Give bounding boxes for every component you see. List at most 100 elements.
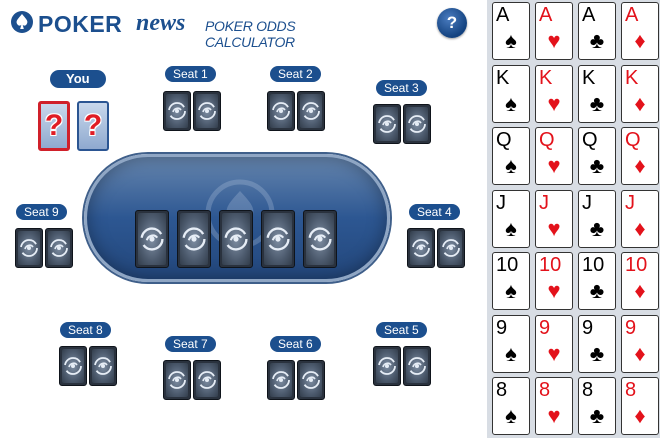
seat-9-card-2[interactable]	[45, 228, 73, 268]
deck-card[interactable]: 10♠	[492, 252, 530, 310]
deck-card[interactable]: 9♣	[578, 315, 616, 373]
card-back-swirl-icon	[266, 227, 290, 251]
card-rank: 8	[625, 379, 637, 401]
seat-9-label[interactable]: Seat 9	[16, 204, 67, 220]
deck-card[interactable]: A♠	[492, 2, 530, 60]
deck-card[interactable]: Q♦	[621, 127, 659, 185]
card-rank: 8	[582, 379, 594, 401]
your-hole-card-1[interactable]: ?	[38, 101, 70, 151]
card-suit-icon: ♦	[634, 28, 646, 53]
deck-card[interactable]: 8♠	[492, 377, 530, 435]
board-card-5[interactable]	[303, 210, 337, 268]
deck-card[interactable]: 10♦	[621, 252, 659, 310]
card-suit-icon: ♥	[547, 403, 561, 428]
card-rank: K	[625, 67, 639, 89]
card-suit-icon: ♣	[589, 28, 605, 53]
help-button[interactable]: ?	[437, 8, 467, 38]
card-rank: J	[539, 192, 549, 214]
deck-card[interactable]: 10♥	[535, 252, 573, 310]
deck-card[interactable]: Q♣	[578, 127, 616, 185]
board-card-1[interactable]	[135, 210, 169, 268]
deck-card[interactable]: J♥	[535, 190, 573, 248]
seat-1-label[interactable]: Seat 1	[165, 66, 216, 82]
card-rank: J	[582, 192, 592, 214]
seat-7-label[interactable]: Seat 7	[165, 336, 216, 352]
deck-card[interactable]: J♣	[578, 190, 616, 248]
deck-card[interactable]: A♣	[578, 2, 616, 60]
seat-3-label[interactable]: Seat 3	[376, 80, 427, 96]
card-back-swirl-icon	[168, 371, 186, 389]
deck-card[interactable]: K♠	[492, 65, 530, 123]
card-suit-icon: ♦	[634, 153, 646, 178]
board-card-3[interactable]	[219, 210, 253, 268]
board-card-2[interactable]	[177, 210, 211, 268]
seat-1-card-2[interactable]	[193, 91, 221, 131]
card-rank: Q	[625, 129, 641, 151]
card-back-swirl-icon	[412, 239, 430, 257]
card-rank: 10	[582, 254, 605, 276]
deck-card[interactable]: J♦	[621, 190, 659, 248]
card-rank: 8	[496, 379, 508, 401]
seat-5-card-1[interactable]	[373, 346, 401, 386]
deck-card[interactable]: 8♥	[535, 377, 573, 435]
seat-8-label[interactable]: Seat 8	[60, 322, 111, 338]
deck-card[interactable]: 9♥	[535, 315, 573, 373]
seat-2-card-2[interactable]	[297, 91, 325, 131]
card-rank: 9	[496, 317, 508, 339]
seat-you-label[interactable]: You	[50, 70, 106, 88]
card-suit-icon: ♥	[547, 341, 561, 366]
card-back-swirl-icon	[378, 115, 396, 133]
card-back-swirl-icon	[198, 102, 216, 120]
logo-poker-text: POKER	[38, 11, 123, 37]
seat-7-card-2[interactable]	[193, 360, 221, 400]
deck-card[interactable]: 8♦	[621, 377, 659, 435]
card-suit-icon: ♠	[505, 216, 517, 241]
card-back-swirl-icon	[198, 371, 216, 389]
seat-6-label[interactable]: Seat 6	[270, 336, 321, 352]
card-back-swirl-icon	[308, 227, 332, 251]
deck-card[interactable]: K♦	[621, 65, 659, 123]
seat-8-card-2[interactable]	[89, 346, 117, 386]
card-rank: K	[582, 67, 596, 89]
board-card-4[interactable]	[261, 210, 295, 268]
community-cards	[135, 210, 337, 268]
deck-card[interactable]: K♥	[535, 65, 573, 123]
seat-6-card-2[interactable]	[297, 360, 325, 400]
seat-1-card-1[interactable]	[163, 91, 191, 131]
card-rank: 10	[625, 254, 648, 276]
seat-8-card-1[interactable]	[59, 346, 87, 386]
deck-card[interactable]: 10♣	[578, 252, 616, 310]
deck-card[interactable]: Q♠	[492, 127, 530, 185]
seat-3-card-1[interactable]	[373, 104, 401, 144]
seat-2-card-1[interactable]	[267, 91, 295, 131]
seat-3-card-2[interactable]	[403, 104, 431, 144]
deck-card[interactable]: 9♠	[492, 315, 530, 373]
deck-card[interactable]: Q♥	[535, 127, 573, 185]
deck-card[interactable]: 9♦	[621, 315, 659, 373]
card-back-swirl-icon	[20, 239, 38, 257]
deck-card[interactable]: J♠	[492, 190, 530, 248]
deck-card[interactable]: K♣	[578, 65, 616, 123]
deck-card[interactable]: 8♣	[578, 377, 616, 435]
deck-card[interactable]: A♥	[535, 2, 573, 60]
card-suit-icon: ♥	[547, 91, 561, 116]
card-suit-icon: ♣	[589, 278, 605, 303]
seat-5-label[interactable]: Seat 5	[376, 322, 427, 338]
logo-news-text: news	[136, 10, 186, 36]
seat-4-card-1[interactable]	[407, 228, 435, 268]
seat-7-card-1[interactable]	[163, 360, 191, 400]
seat-4-label[interactable]: Seat 4	[409, 204, 460, 220]
seat-9-card-1[interactable]	[15, 228, 43, 268]
card-rank: A	[539, 4, 553, 26]
seat-5-card-2[interactable]	[403, 346, 431, 386]
deck-card[interactable]: A♦	[621, 2, 659, 60]
card-rank: K	[539, 67, 553, 89]
seat-6-card-1[interactable]	[267, 360, 295, 400]
card-suit-icon: ♦	[634, 403, 646, 428]
seat-4-card-2[interactable]	[437, 228, 465, 268]
pokernews-spade-logo-icon	[11, 11, 33, 33]
your-hole-card-2[interactable]: ?	[77, 101, 109, 151]
card-back-swirl-icon	[224, 227, 248, 251]
seat-2-label[interactable]: Seat 2	[270, 66, 321, 82]
card-rank: 9	[582, 317, 594, 339]
